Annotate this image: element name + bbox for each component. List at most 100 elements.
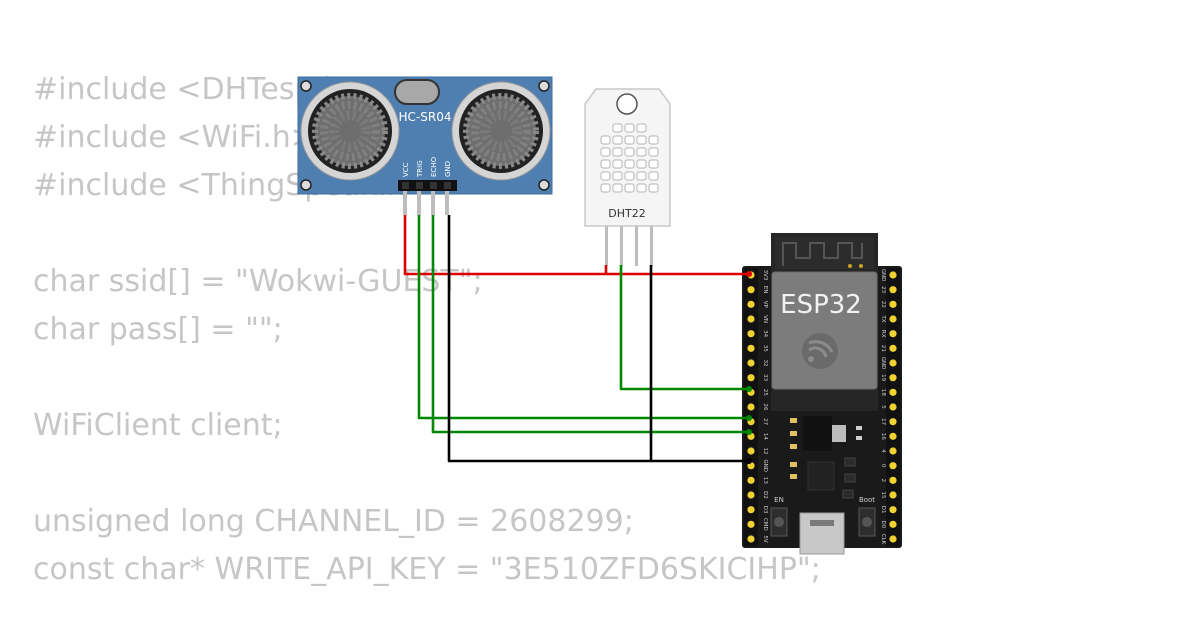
esp32-pin[interactable] bbox=[889, 418, 897, 426]
voltage-regulator bbox=[803, 416, 832, 451]
dht-vent bbox=[624, 123, 635, 133]
pin-label: 4 bbox=[880, 449, 886, 453]
esp32-pin[interactable] bbox=[889, 330, 897, 338]
pin-label: 34 bbox=[762, 330, 768, 337]
pin-label: 25 bbox=[762, 389, 768, 396]
smd-component bbox=[790, 462, 797, 467]
esp32-pin[interactable] bbox=[747, 535, 755, 543]
regulator-tab bbox=[832, 425, 846, 442]
esp32-pin[interactable] bbox=[747, 286, 755, 294]
crystal-oscillator bbox=[394, 79, 440, 105]
pin-label: 27 bbox=[762, 418, 768, 425]
smd-component bbox=[844, 473, 856, 483]
wire-dht-data[interactable] bbox=[619, 265, 749, 391]
pin-label: TX bbox=[880, 314, 886, 322]
esp32-pin[interactable] bbox=[747, 315, 755, 323]
pin-label: CLK bbox=[880, 534, 886, 545]
wires bbox=[403, 215, 749, 463]
esp32-pin[interactable] bbox=[889, 359, 897, 367]
dht-vent bbox=[636, 183, 647, 193]
esp32-pin[interactable] bbox=[747, 374, 755, 382]
dht-vent bbox=[624, 147, 635, 157]
dht-vent bbox=[612, 123, 623, 133]
esp32-pin[interactable] bbox=[889, 432, 897, 440]
wire-trig[interactable] bbox=[417, 215, 749, 420]
pin-label: 21 bbox=[880, 345, 886, 352]
esp32-pin[interactable] bbox=[889, 491, 897, 499]
esp32-pin[interactable] bbox=[747, 491, 755, 499]
esp32-pin[interactable] bbox=[747, 359, 755, 367]
pin-label-echo: ECHO bbox=[430, 156, 438, 177]
wire-gnd[interactable] bbox=[447, 215, 749, 463]
esp32-pin[interactable] bbox=[747, 447, 755, 455]
esp32-pin[interactable] bbox=[747, 330, 755, 338]
dht-vent bbox=[612, 171, 623, 181]
pin-label-trig: TRIG bbox=[416, 160, 424, 178]
dht-pin-gnd bbox=[650, 226, 653, 266]
code-line: unsigned long CHANNEL_ID = 2608299; bbox=[33, 504, 634, 539]
esp32-pin[interactable] bbox=[889, 374, 897, 382]
dht-vent bbox=[636, 171, 647, 181]
pin-label: D0 bbox=[880, 520, 886, 528]
pin-label: 14 bbox=[762, 433, 768, 440]
dht-vent bbox=[624, 159, 635, 169]
esp32-pin[interactable] bbox=[747, 476, 755, 484]
wire-endpoint bbox=[746, 271, 752, 277]
dht-pin-nc bbox=[635, 226, 638, 266]
dht-vent bbox=[624, 183, 635, 193]
esp32-pin[interactable] bbox=[889, 520, 897, 528]
wire-endpoints bbox=[746, 271, 752, 464]
esp32-pin[interactable] bbox=[889, 315, 897, 323]
esp32-pin[interactable] bbox=[889, 388, 897, 396]
esp32-pin[interactable] bbox=[889, 286, 897, 294]
wire-vcc[interactable] bbox=[403, 215, 749, 276]
boot-button[interactable] bbox=[858, 507, 876, 537]
dht22-sensor[interactable]: DHT22 bbox=[584, 88, 671, 266]
smd-component bbox=[844, 457, 856, 467]
esp32-pin[interactable] bbox=[889, 271, 897, 279]
dht-vent bbox=[648, 171, 659, 181]
smd-component bbox=[856, 426, 862, 430]
pin-label: 23 bbox=[880, 286, 886, 293]
left-pin-labels: 3V3ENVPVN343532332526271412GND13D2D3CMD5… bbox=[762, 270, 768, 543]
esp32-pin[interactable] bbox=[889, 344, 897, 352]
mount-hole bbox=[538, 80, 550, 92]
wire-endpoint bbox=[746, 386, 752, 392]
mount-hole bbox=[300, 179, 312, 191]
en-button[interactable] bbox=[770, 507, 788, 537]
esp32-board[interactable]: ESP32 3V3ENVPVN343532332526271412GND13D2… bbox=[742, 233, 902, 555]
pin-label: 32 bbox=[762, 360, 768, 367]
esp32-pin[interactable] bbox=[747, 506, 755, 514]
sensor-label: HC-SR04 bbox=[399, 110, 452, 124]
dht-vent bbox=[648, 159, 659, 169]
esp32-pin[interactable] bbox=[889, 506, 897, 514]
dht-vent bbox=[624, 135, 635, 145]
pin-label: D3 bbox=[762, 506, 768, 514]
esp32-pin[interactable] bbox=[889, 403, 897, 411]
wire-echo[interactable] bbox=[431, 215, 749, 434]
esp32-pin[interactable] bbox=[889, 447, 897, 455]
esp32-pin[interactable] bbox=[889, 462, 897, 470]
esp32-pin[interactable] bbox=[747, 403, 755, 411]
ultrasonic-sensor[interactable]: HC-SR04 VCC TRIG ECHO GND bbox=[297, 76, 553, 215]
dht-mount-hole bbox=[616, 93, 638, 115]
esp32-pin[interactable] bbox=[889, 535, 897, 543]
smd-component bbox=[790, 474, 797, 479]
esp32-pin[interactable] bbox=[889, 476, 897, 484]
esp32-pin[interactable] bbox=[747, 520, 755, 528]
dht-vent bbox=[624, 171, 635, 181]
smd-component bbox=[842, 489, 854, 499]
smd-component bbox=[790, 444, 797, 449]
esp32-pin[interactable] bbox=[747, 300, 755, 308]
dht-vent bbox=[636, 135, 647, 145]
dht-vent bbox=[600, 183, 611, 193]
pin-label: 0 bbox=[880, 464, 886, 468]
dht-vent-grid bbox=[600, 123, 659, 193]
smd-component bbox=[790, 418, 797, 423]
esp32-pin[interactable] bbox=[747, 344, 755, 352]
esp32-pin[interactable] bbox=[889, 300, 897, 308]
left-transducer bbox=[300, 81, 400, 181]
pin-label: VP bbox=[762, 301, 768, 309]
dht-vent bbox=[612, 183, 623, 193]
